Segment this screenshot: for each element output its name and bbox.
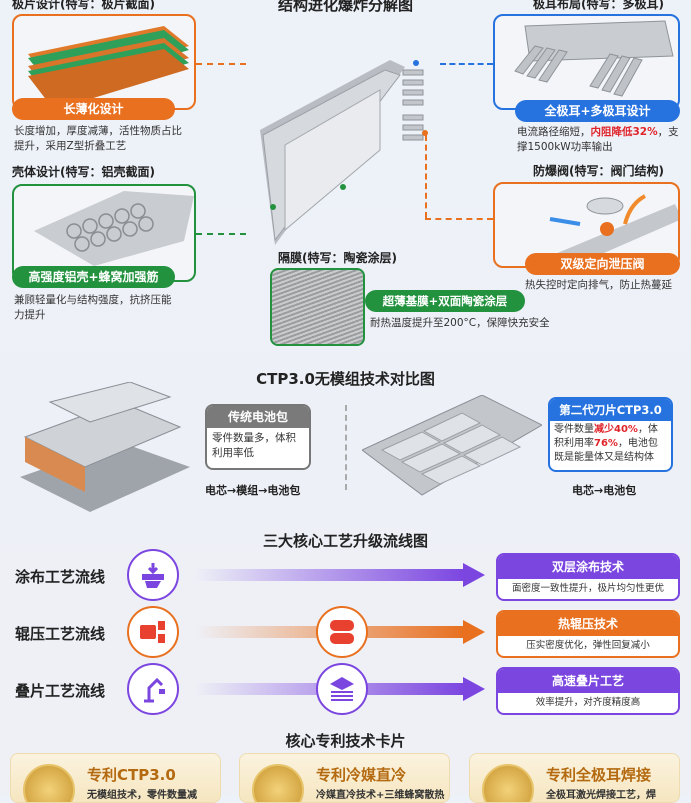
- traditional-card-desc: 零件数量多，体积利用率低: [212, 432, 296, 459]
- separator-pill: 超薄基膜+双面陶瓷涂层: [365, 290, 525, 312]
- tabs-closeup: [493, 14, 680, 110]
- traditional-flow: 电芯→模组→电池包: [205, 484, 301, 497]
- welding-medal-icon: [482, 764, 534, 802]
- patents-title: 核心专利技术卡片: [285, 732, 406, 750]
- shell-desc: 兼顾轻量化与结构强度，抗挤压能力提升: [14, 294, 172, 321]
- hot-roller-icon: [316, 606, 368, 658]
- tabs-label: 极耳布局(特写：多极耳): [533, 0, 664, 11]
- process-row-label: 辊压工艺流线: [15, 625, 106, 643]
- layers-medal-icon: [23, 764, 75, 802]
- honeycomb-shell-image: [34, 191, 194, 266]
- shell-closeup: [12, 184, 196, 282]
- ctp-title: CTP3.0无模组技术对比图: [256, 370, 435, 388]
- electrode-label: 极片设计(特写：极片截面): [12, 0, 155, 11]
- traditional-card: 传统电池包 零件数量多，体积利用率低: [205, 404, 311, 470]
- process-card-rolling: 热辊压技术压实密度优化，弹性回复减小: [496, 610, 680, 658]
- blade-card-title: 第二代刀片CTP3.0: [550, 399, 671, 421]
- electrode-pill: 长薄化设计: [12, 98, 175, 120]
- cooling-medal-icon: [252, 764, 304, 802]
- multi-tab-image: [514, 20, 674, 97]
- separator-label: 隔膜(特写：陶瓷涂层): [278, 251, 397, 265]
- separator-desc: 耐热温度提升至200°C，保障快充安全: [370, 317, 550, 329]
- valve-pill: 双级定向泄压阀: [525, 253, 680, 275]
- explosion-valve-image: [549, 194, 678, 266]
- tabs-pill: 全极耳+多极耳设计: [515, 100, 680, 122]
- patent-card[interactable]: 专利冷媒直冷冷媒直冷技术+三维蜂窝散热: [239, 753, 450, 803]
- process-card-coating: 双层涂布技术面密度一致性提升，极片均匀性更优: [496, 553, 680, 601]
- electrode-closeup: [12, 14, 196, 110]
- traditional-card-title: 传统电池包: [207, 406, 309, 428]
- process-row-label: 叠片工艺流线: [15, 682, 106, 700]
- electrode-layers-image: [28, 26, 189, 108]
- valve-closeup: [493, 182, 680, 268]
- blade-flow: 电芯→电池包: [572, 484, 637, 497]
- electrode-desc: 长度增加，厚度减薄，活性物质占比提升，采用Z型折叠工艺: [14, 125, 182, 152]
- roller-press-icon: [127, 606, 179, 658]
- robot-arm-icon: [127, 663, 179, 715]
- coating-icon: [127, 549, 179, 601]
- traditional-pack-image: [20, 382, 190, 512]
- blade-card: 第二代刀片CTP3.0 零件数量减少40%，体积利用率76%，电池包既是能量体又…: [548, 397, 673, 472]
- blade-pack-image: [362, 395, 542, 496]
- stacking-icon: [316, 663, 368, 715]
- patent-card[interactable]: 专利全极耳焊接全极耳激光焊接工艺，焊: [469, 753, 680, 803]
- process-card-stacking: 高速叠片工艺效率提升，对齐度精度高: [496, 667, 680, 715]
- separator-closeup-image: [270, 268, 365, 346]
- blade-cell-image: [260, 60, 428, 245]
- process-title: 三大核心工艺升级流线图: [262, 532, 428, 550]
- blade-card-desc: 零件数量减少40%，体积利用率76%，电池包既是能量体又是结构体: [554, 424, 658, 463]
- shell-label: 壳体设计(特写：铝壳截面): [12, 165, 155, 179]
- shell-pill: 高强度铝壳+蜂窝加强筋: [12, 266, 175, 288]
- valve-desc: 热失控时定向排气，防止热蔓延: [525, 279, 672, 291]
- process-row-label: 涂布工艺流线: [15, 568, 106, 586]
- exploded-title: 结构进化爆炸分解图: [277, 0, 413, 14]
- valve-label: 防爆阀(特写：阀门结构): [533, 164, 664, 178]
- tabs-desc: 电流路径缩短，内阻降低32%，支撑1500kW功率输出: [517, 126, 679, 153]
